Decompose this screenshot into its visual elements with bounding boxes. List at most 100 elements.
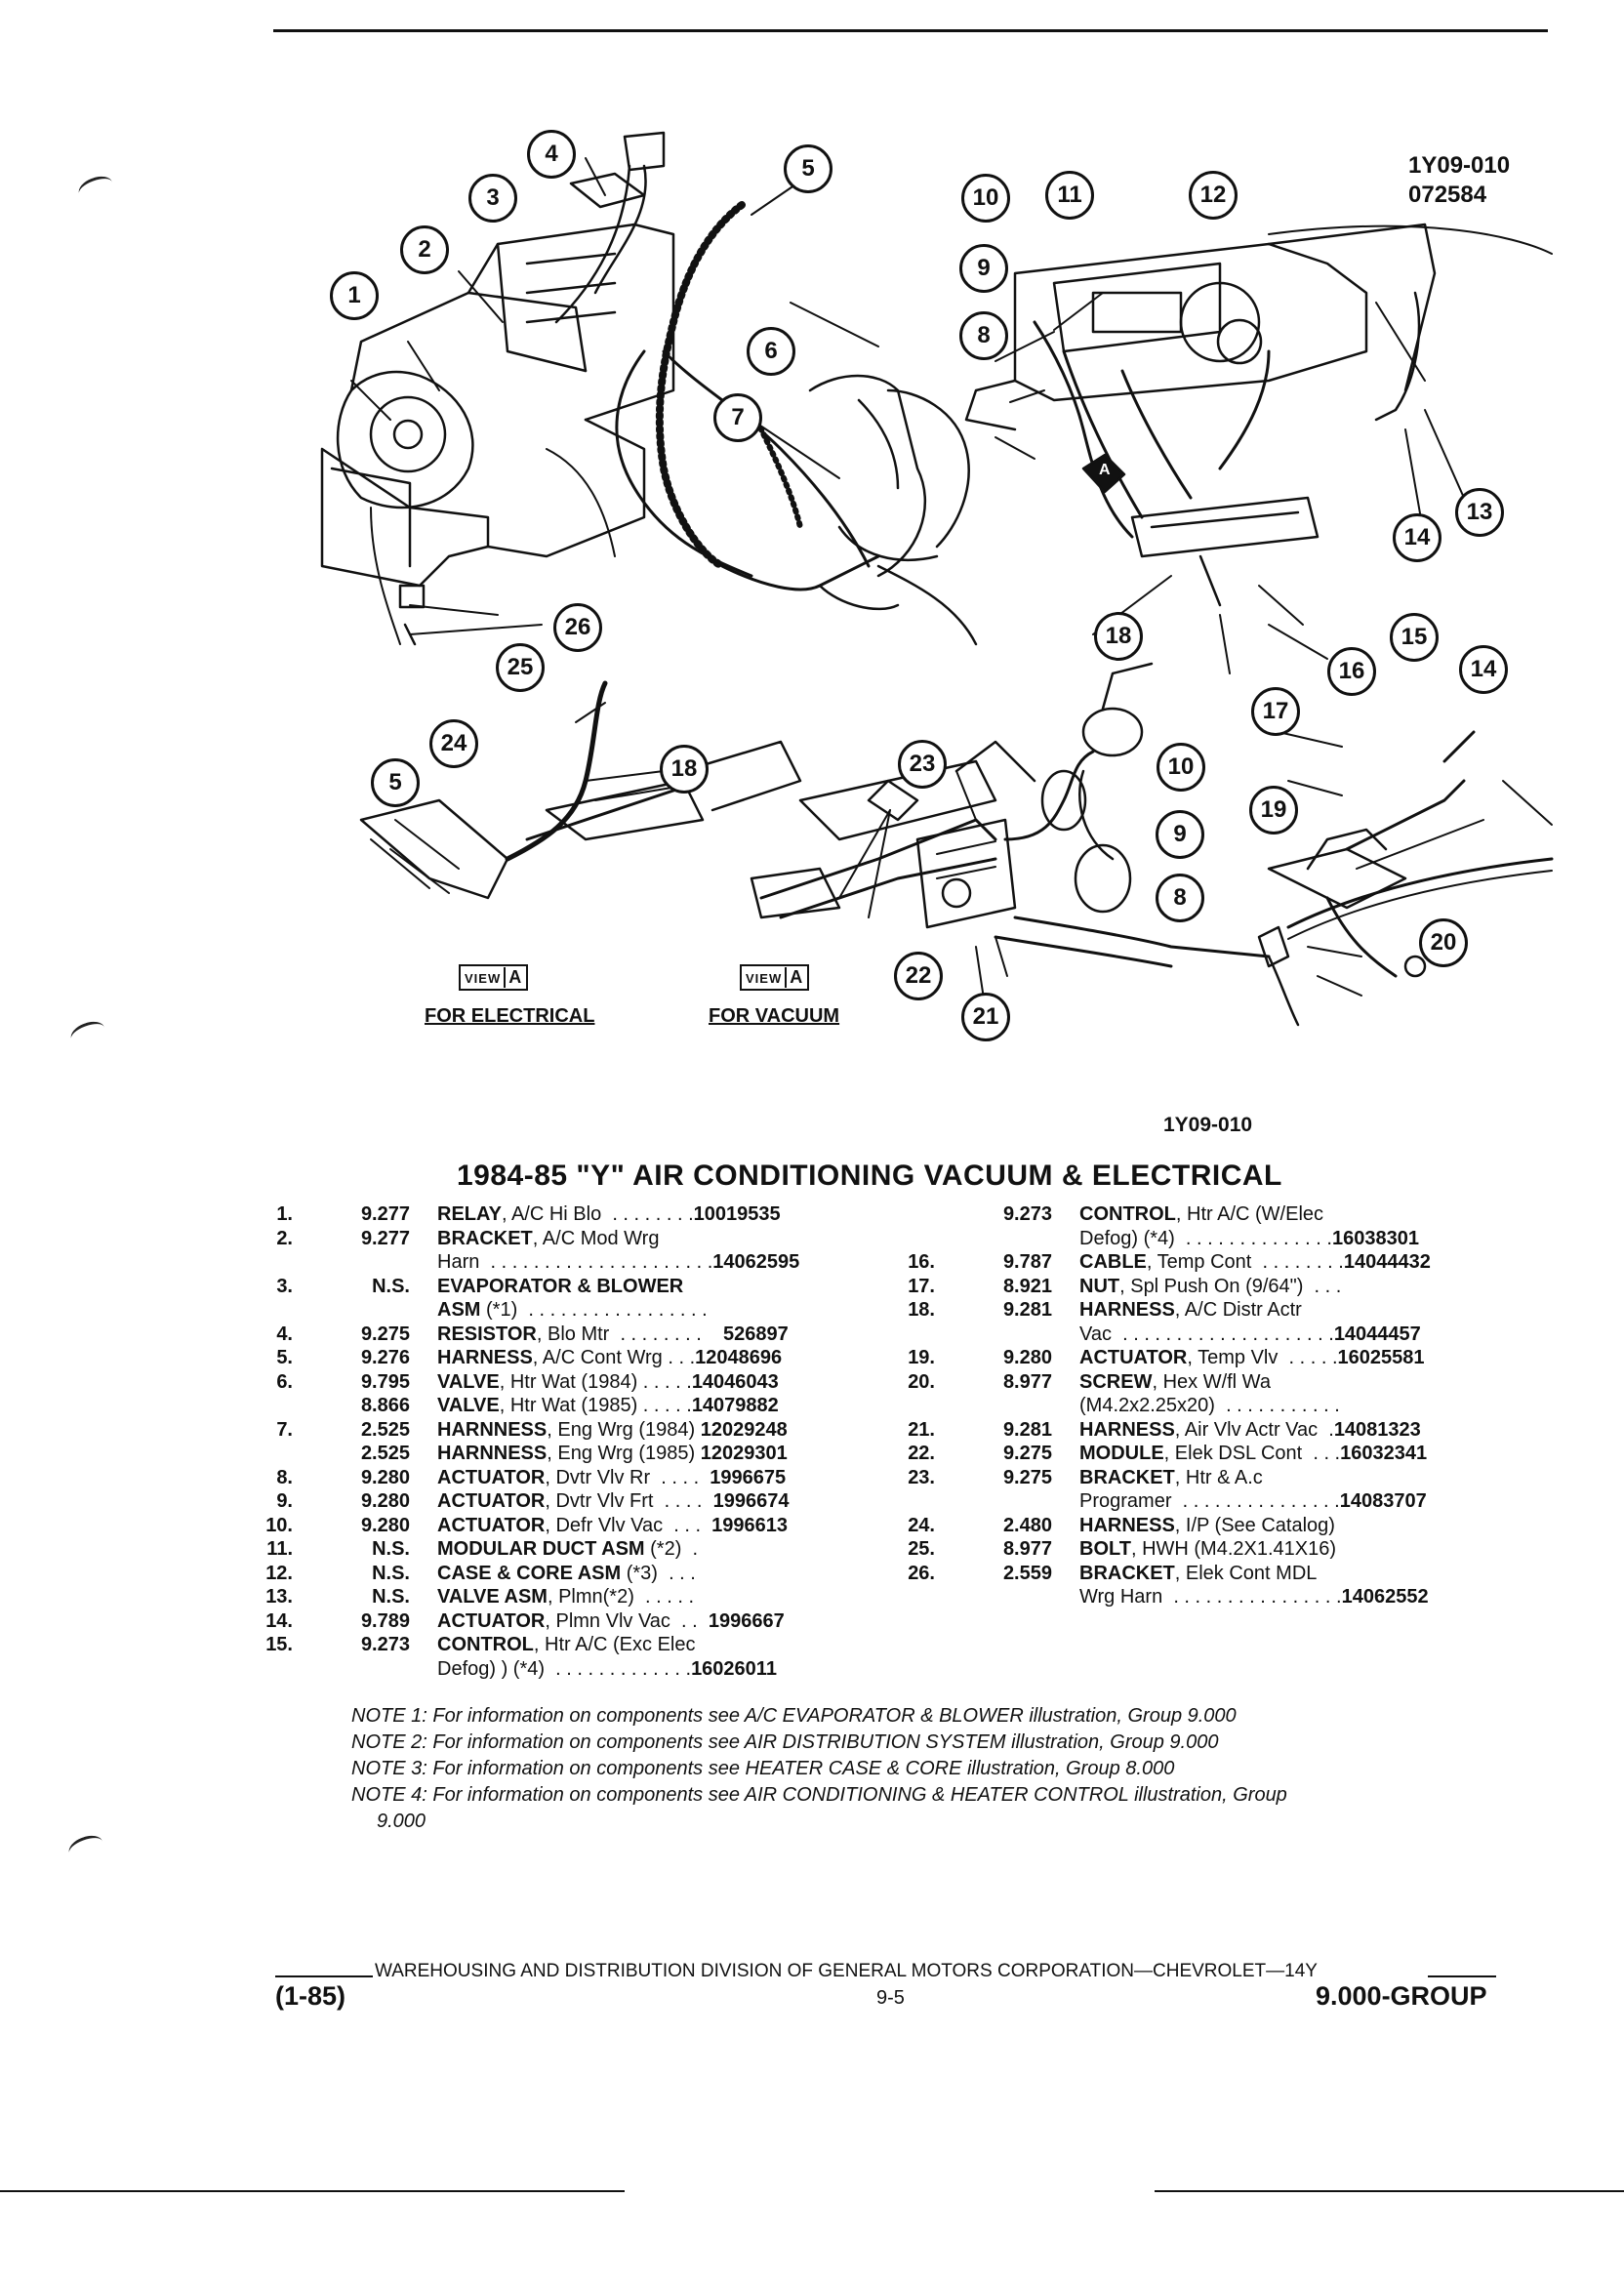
page-title: 1984-85 "Y" AIR CONDITIONING VACUUM & EL… bbox=[457, 1160, 1282, 1192]
part-detail: (*2) . bbox=[644, 1538, 699, 1560]
part-description: BRACKET, Htr & A.c bbox=[1052, 1466, 1431, 1490]
callout-17: 17 bbox=[1251, 687, 1300, 736]
part-detail: , Air Vlv Actr Vac . bbox=[1174, 1418, 1334, 1441]
part-detail: , A/C Distr Actr bbox=[1174, 1299, 1302, 1321]
parts-row: 12.N.S.CASE & CORE ASM (*3) . . . bbox=[252, 1562, 799, 1586]
part-number: 14079882 bbox=[691, 1395, 779, 1416]
item-number: 3. bbox=[276, 1275, 293, 1297]
group-number: 9.787 bbox=[1002, 1251, 1052, 1273]
part-name: ASM bbox=[437, 1299, 481, 1321]
bottom-rule-right bbox=[1155, 2190, 1624, 2192]
callout-5b: 5 bbox=[371, 758, 420, 807]
footer-division: WAREHOUSING AND DISTRIBUTION DIVISION OF… bbox=[375, 1961, 1318, 1981]
item-number: 7. bbox=[276, 1418, 293, 1441]
item-number: 22. bbox=[908, 1443, 935, 1464]
part-description: CONTROL, Htr A/C (W/Elec bbox=[1052, 1202, 1431, 1227]
item-number: 8. bbox=[276, 1466, 293, 1488]
binder-mark bbox=[65, 1831, 106, 1863]
part-name: BRACKET bbox=[1079, 1562, 1175, 1584]
item-number: 2. bbox=[276, 1227, 293, 1249]
group-number: 9.281 bbox=[1002, 1418, 1052, 1441]
part-number: 10019535 bbox=[693, 1203, 781, 1225]
part-name: CONTROL bbox=[1079, 1203, 1176, 1225]
part-description: CASE & CORE ASM (*3) . . . bbox=[410, 1562, 799, 1586]
item-number: 9. bbox=[276, 1490, 293, 1512]
binder-mark bbox=[67, 1017, 108, 1049]
drawing-code: 1Y09-010 bbox=[1408, 152, 1511, 179]
part-number: 12029301 bbox=[695, 1443, 788, 1464]
callout-18: 18 bbox=[1094, 612, 1143, 661]
item-number bbox=[252, 1442, 293, 1466]
callout-9b: 9 bbox=[1156, 810, 1204, 859]
item-number: 16. bbox=[908, 1251, 935, 1273]
part-detail: , Htr & A.c bbox=[1174, 1466, 1263, 1488]
item-number: 15. bbox=[265, 1634, 293, 1655]
part-number: 526897 bbox=[701, 1323, 789, 1345]
part-detail: (M4.2x2.25x20) . . . . . . . . . . . bbox=[1079, 1395, 1340, 1416]
group-number: 9.280 bbox=[1002, 1347, 1052, 1368]
callout-4: 4 bbox=[527, 130, 576, 179]
item-number: 20. bbox=[908, 1370, 935, 1393]
part-name: ACTUATOR bbox=[437, 1514, 546, 1536]
note-2: NOTE 2: For information on components se… bbox=[351, 1731, 1219, 1753]
part-number: 1996613 bbox=[701, 1514, 789, 1536]
item-number: 12. bbox=[265, 1562, 293, 1584]
part-detail: , A/C Hi Blo . . . . . . . . bbox=[501, 1203, 694, 1225]
note-3: NOTE 3: For information on components se… bbox=[351, 1758, 1175, 1779]
part-name: MODULE bbox=[1079, 1443, 1164, 1464]
group-number bbox=[935, 1489, 1052, 1514]
item-number bbox=[252, 1250, 293, 1275]
part-detail: , HWH (M4.2X1.41X16) bbox=[1130, 1538, 1337, 1560]
parts-row: Defog) (*4) . . . . . . . . . . . . . .1… bbox=[894, 1227, 1431, 1251]
part-number: 1996667 bbox=[697, 1609, 785, 1632]
item-number: 18. bbox=[908, 1299, 935, 1321]
callout-11: 11 bbox=[1045, 171, 1094, 220]
group-number: 9.276 bbox=[360, 1347, 410, 1368]
part-name: BRACKET bbox=[437, 1227, 533, 1249]
note-4: NOTE 4: For information on components se… bbox=[351, 1784, 1287, 1806]
part-number: 14046043 bbox=[691, 1370, 779, 1393]
part-detail: Defog) (*4) . . . . . . . . . . . . . . bbox=[1079, 1227, 1332, 1249]
footer-date: (1-85) bbox=[275, 1981, 346, 2011]
group-number bbox=[293, 1298, 410, 1323]
group-number: N.S. bbox=[372, 1586, 410, 1608]
part-number: 1996675 bbox=[699, 1466, 787, 1488]
view-caption-electrical: FOR ELECTRICAL bbox=[425, 1005, 595, 1027]
view-arrow-letter: A bbox=[1099, 462, 1111, 478]
callout-14b: 14 bbox=[1459, 645, 1508, 694]
parts-row: 3.N.S.EVAPORATOR & BLOWER bbox=[252, 1275, 799, 1299]
parts-row: Harn . . . . . . . . . . . . . . . . . .… bbox=[252, 1250, 799, 1275]
group-number: 9.277 bbox=[360, 1203, 410, 1225]
group-number bbox=[293, 1250, 410, 1275]
item-number bbox=[894, 1585, 935, 1609]
notes: NOTE 1: For information on components se… bbox=[351, 1703, 1287, 1835]
part-number: 14062595 bbox=[712, 1251, 800, 1273]
part-detail: , Blo Mtr . . . . . . . . bbox=[536, 1323, 702, 1345]
item-number: 19. bbox=[908, 1347, 935, 1368]
parts-row: 11.N.S.MODULAR DUCT ASM (*2) . bbox=[252, 1537, 799, 1562]
group-number: 9.280 bbox=[360, 1514, 410, 1536]
callout-5: 5 bbox=[784, 144, 832, 193]
part-description: ACTUATOR, Dvtr Vlv Frt . . . . 1996674 bbox=[410, 1489, 799, 1514]
view-caption-vacuum: FOR VACUUM bbox=[709, 1005, 840, 1027]
part-description: RESISTOR, Blo Mtr . . . . . . . . 526897 bbox=[410, 1323, 799, 1347]
group-number: 8.866 bbox=[360, 1395, 410, 1416]
part-detail: , Dvtr Vlv Frt . . . . bbox=[545, 1490, 703, 1512]
part-number: 14083707 bbox=[1339, 1490, 1427, 1512]
callout-23: 23 bbox=[898, 740, 947, 789]
part-description: SCREW, Hex W/fl Wa bbox=[1052, 1370, 1431, 1395]
part-description: ACTUATOR, Plmn Vlv Vac . . 1996667 bbox=[410, 1609, 799, 1634]
callout-21: 21 bbox=[961, 993, 1010, 1041]
part-description: ACTUATOR, Temp Vlv . . . . .16025581 bbox=[1052, 1346, 1431, 1370]
part-description: ASM (*1) . . . . . . . . . . . . . . . .… bbox=[410, 1298, 799, 1323]
